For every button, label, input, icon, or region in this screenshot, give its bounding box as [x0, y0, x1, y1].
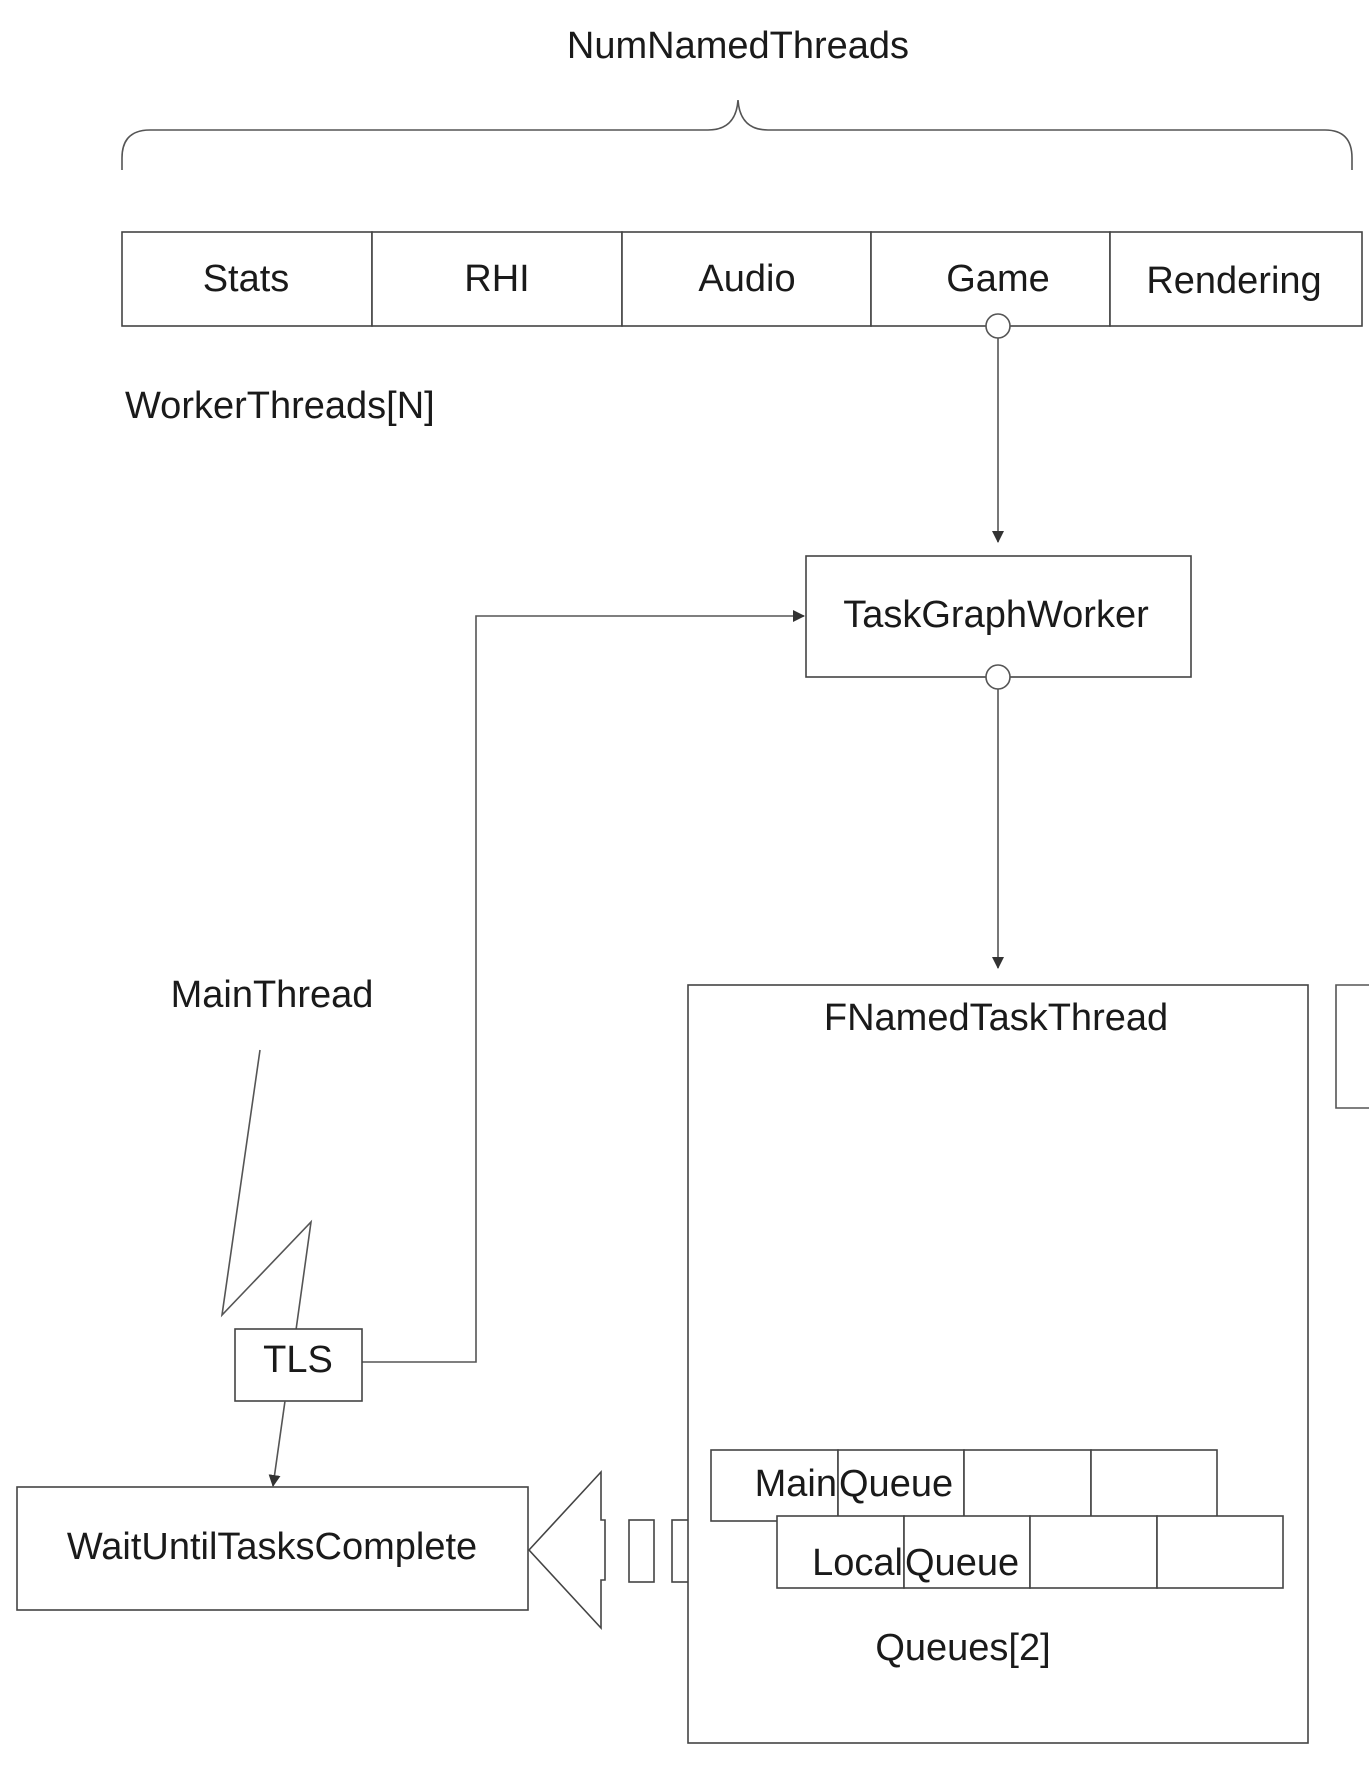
task-graph-worker-box[interactable] — [805, 555, 1192, 678]
num-named-threads-label: NumNamedThreads — [567, 25, 909, 67]
main-queue-cell-4[interactable] — [1090, 1449, 1218, 1522]
main-queue-label-part2: Queue — [839, 1463, 953, 1505]
num-named-threads-brace — [121, 99, 1353, 170]
local-queue-row: Local Queue — [776, 1515, 1284, 1589]
thread-cell-audio[interactable] — [621, 231, 872, 327]
worker-threads-label: WorkerThreads[N] — [125, 385, 435, 427]
thread-label-stats: Stats — [203, 258, 290, 300]
thread-cell-game[interactable] — [870, 231, 1111, 327]
main-thread-lightning-icon — [220, 1049, 313, 1331]
thread-label-game: Game — [946, 258, 1049, 300]
hollow-flow-arrow — [527, 1469, 691, 1631]
named-task-thread-label: FNamedTaskThread — [824, 997, 1168, 1039]
thread-label-rhi: RHI — [464, 258, 529, 300]
local-queue-cell-3[interactable] — [1029, 1515, 1158, 1589]
tls-label: TLS — [263, 1339, 333, 1381]
main-queue-cell-1[interactable] — [710, 1449, 839, 1522]
main-thread-label: MainThread — [171, 974, 374, 1016]
local-queue-cell-4[interactable] — [1156, 1515, 1284, 1589]
tls-box[interactable] — [234, 1328, 363, 1402]
wait-until-tasks-complete-box[interactable] — [16, 1486, 529, 1611]
main-queue-label-part1: Main — [755, 1463, 837, 1505]
offscreen-box-fragment — [1335, 984, 1369, 1109]
queues-label: Queues[2] — [875, 1627, 1050, 1669]
tls-to-wait-connector — [268, 1400, 286, 1487]
thread-label-audio: Audio — [698, 258, 795, 300]
worker-connector-port — [985, 664, 1011, 690]
local-queue-label-part1: Local — [812, 1542, 903, 1584]
main-queue-row: Main Queue — [710, 1449, 1218, 1522]
local-queue-cell-1[interactable] — [776, 1515, 905, 1589]
task-graph-worker-label: TaskGraphWorker — [843, 594, 1149, 636]
tls-to-worker-connector — [362, 610, 805, 1363]
main-queue-cell-2[interactable] — [837, 1449, 965, 1522]
named-task-thread-box[interactable] — [687, 984, 1309, 1744]
game-connector-port — [985, 313, 1011, 339]
thread-cell-stats[interactable] — [121, 231, 373, 327]
thread-cell-rendering[interactable] — [1109, 231, 1363, 327]
thread-label-rendering: Rendering — [1146, 260, 1321, 302]
local-queue-cell-2[interactable] — [903, 1515, 1031, 1589]
main-queue-cell-3[interactable] — [963, 1449, 1092, 1522]
named-threads-row: Stats RHI Audio Game Rendering — [121, 231, 1363, 327]
thread-cell-rhi[interactable] — [371, 231, 623, 327]
local-queue-label-part2: Queue — [905, 1542, 1019, 1584]
wait-until-tasks-complete-label: WaitUntilTasksComplete — [67, 1526, 477, 1568]
